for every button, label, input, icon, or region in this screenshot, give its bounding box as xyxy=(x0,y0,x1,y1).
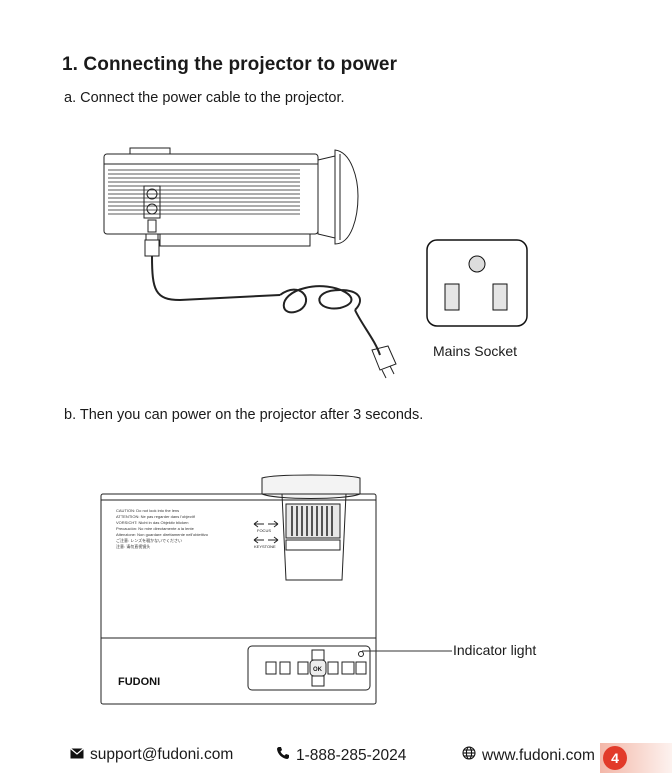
caution-line: ご注意: レンズを覗かないでください xyxy=(116,537,182,543)
caution-line: ATTENTION: Ne pas regarder dans l'object… xyxy=(116,514,196,519)
step-a-text: a. Connect the power cable to the projec… xyxy=(64,90,345,106)
footer-phone-text: 1-888-285-2024 xyxy=(296,746,407,764)
caution-line: CAUTION: Do not look into the lens xyxy=(116,508,179,513)
globe-icon xyxy=(462,746,476,765)
section-title: 1. Connecting the projector to power xyxy=(62,54,398,75)
caution-line: Attenzione: Non guardare direttamente ne… xyxy=(116,532,209,537)
focus-label: FOCUS xyxy=(257,528,271,533)
keystone-label: KEYSTONE xyxy=(254,544,276,549)
projector-top-illustration: FOCUS KEYSTONE OK FUDONI CAUTION: Do not… xyxy=(100,474,377,705)
brand-logo-text: FUDONI xyxy=(118,676,160,688)
footer-email[interactable]: support@fudoni.com xyxy=(70,746,233,764)
projector-side-illustration xyxy=(103,147,397,379)
mains-socket-label: Mains Socket xyxy=(433,343,518,359)
footer-website-text: www.fudoni.com xyxy=(482,746,595,764)
footer-website[interactable]: www.fudoni.com xyxy=(462,746,595,765)
phone-icon xyxy=(276,746,290,765)
ok-button-label: OK xyxy=(313,667,323,673)
step-b-text: b. Then you can power on the projector a… xyxy=(64,407,424,423)
indicator-leader-line xyxy=(362,650,452,652)
caution-line: VORSICHT: Nicht in das Objektiv blicken xyxy=(116,520,188,525)
mains-socket-illustration xyxy=(426,239,528,327)
envelope-icon xyxy=(70,746,84,764)
footer-phone[interactable]: 1-888-285-2024 xyxy=(276,746,406,765)
indicator-light-label: Indicator light xyxy=(453,642,537,658)
footer-email-text: support@fudoni.com xyxy=(90,746,234,763)
caution-line: 注意: 请勿直视镜头 xyxy=(116,543,150,549)
caution-line: Precaución: No mire directamente a la le… xyxy=(116,526,195,531)
caution-text-block: CAUTION: Do not look into the lens ATTEN… xyxy=(116,508,209,549)
page-number: 4 xyxy=(603,746,627,770)
